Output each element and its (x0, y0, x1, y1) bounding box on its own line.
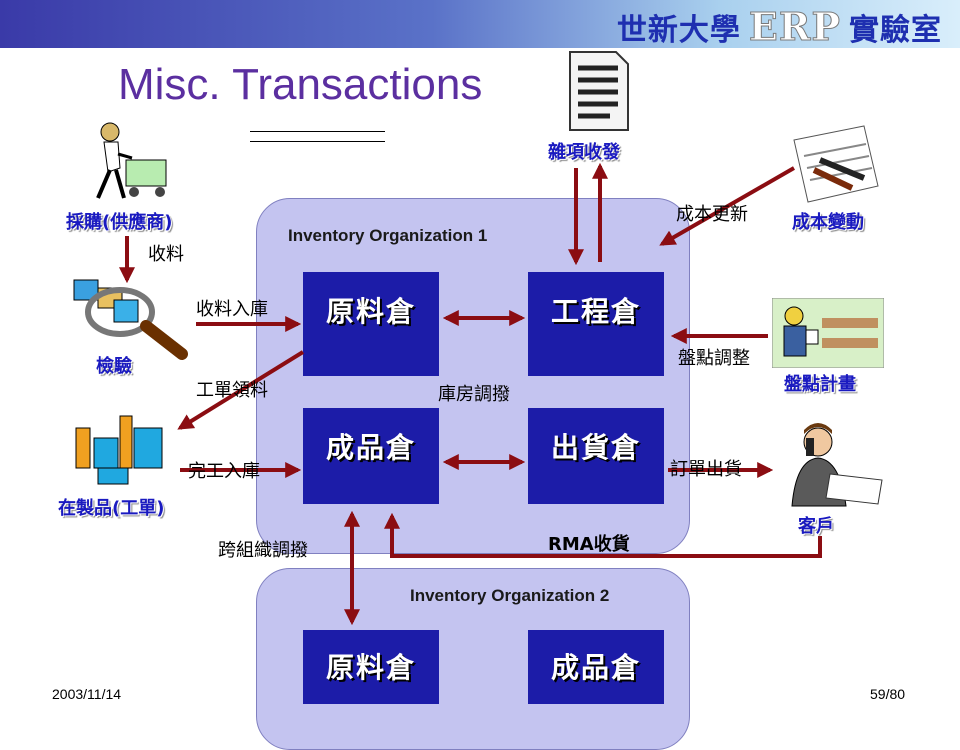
org2-raw-warehouse[interactable]: 原料倉 (303, 630, 439, 704)
brand-erp: ERP (748, 4, 841, 50)
arrow-cost-update (659, 166, 795, 246)
actor-cost: 成本變動 (792, 212, 864, 233)
brand-left: 世新大學 (616, 13, 741, 48)
label-complete: 完工入庫 (188, 461, 260, 482)
org1-raw-warehouse[interactable]: 原料倉 (303, 272, 439, 376)
label-cost-update: 成本更新 (676, 204, 748, 225)
label-receive-in: 收料入庫 (196, 299, 268, 320)
label-issue: 工單領料 (196, 380, 268, 401)
org1-finished-goods-warehouse[interactable]: 成品倉 (303, 408, 439, 504)
arrow-rma (384, 512, 822, 558)
org1-engineering-warehouse[interactable]: 工程倉 (528, 272, 664, 376)
inspection-magnifier-icon (73, 279, 188, 360)
org2-finished-goods-warehouse[interactable]: 成品倉 (528, 630, 664, 704)
brand-right: 實驗室 (849, 13, 942, 48)
footer-page: 59/80 (870, 686, 906, 702)
org1-shipping-warehouse[interactable]: 出貨倉 (528, 408, 664, 504)
customer-phone-icon (791, 423, 883, 507)
header-bar (0, 0, 960, 48)
footer-date: 2003/11/14 (52, 686, 122, 702)
actor-count: 盤點計畫 (784, 374, 856, 395)
title-rule (250, 141, 385, 142)
label-cross-org: 跨組織調撥 (218, 540, 308, 561)
actor-wip: 在製品(工單) (58, 498, 165, 519)
label-receive: 收料 (148, 244, 184, 265)
arrow-issue (177, 350, 305, 430)
label-transfer: 庫房調撥 (438, 384, 510, 405)
title-rule (250, 131, 385, 132)
actor-misc: 雜項收發 (548, 142, 620, 163)
inventory-count-icon (772, 298, 884, 368)
notepad-pen-icon (793, 125, 879, 203)
flow-arrows (119, 162, 822, 626)
org2-label: Inventory Organization 2 (410, 586, 610, 605)
label-order-ship: 訂單出貨 (670, 459, 742, 480)
document-icon (569, 51, 629, 131)
actor-inspect: 檢驗 (96, 356, 132, 377)
slide-title: Misc. Transactions (118, 60, 483, 109)
actor-purchase: 採購(供應商) (66, 212, 173, 233)
org1-label: Inventory Organization 1 (288, 226, 488, 245)
work-in-process-icon (75, 415, 163, 485)
supplier-cart-icon (96, 122, 167, 199)
label-count-adjust: 盤點調整 (678, 348, 750, 369)
actor-customer: 客戶 (798, 516, 834, 537)
label-rma: RMA收貨 (548, 534, 630, 555)
